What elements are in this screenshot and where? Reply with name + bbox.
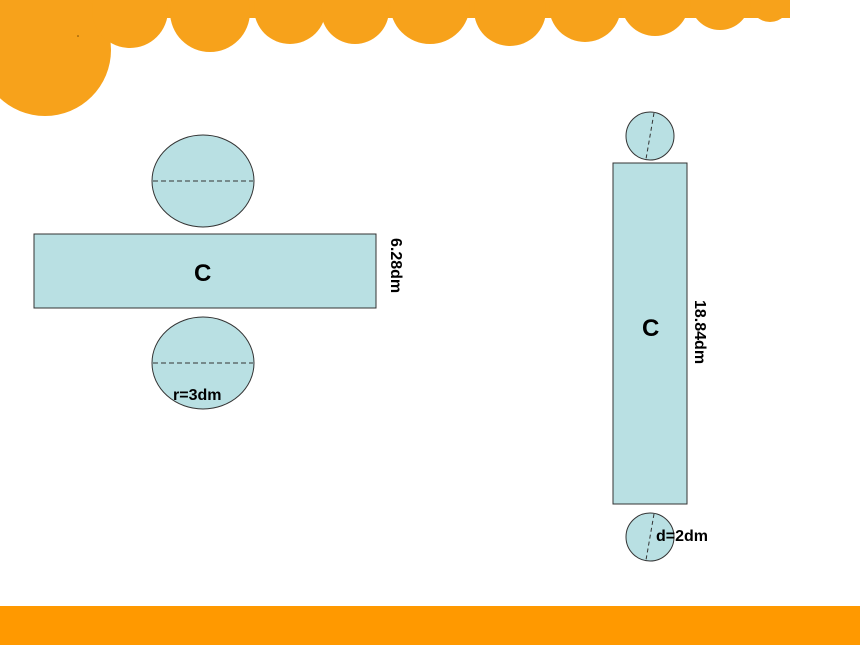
right-side-rectangle bbox=[612, 162, 688, 505]
left-net bbox=[33, 134, 377, 410]
bottom-bar bbox=[0, 606, 860, 645]
right-net bbox=[612, 111, 688, 562]
left-rect-label: C bbox=[194, 260, 212, 287]
speck-dot bbox=[77, 35, 79, 37]
left-side-rectangle bbox=[33, 233, 377, 309]
right-diameter-label: d=2dm bbox=[656, 528, 709, 545]
decorative-cloud-banner bbox=[0, 0, 790, 116]
left-side-length-label: 6.28dm bbox=[387, 238, 404, 294]
right-bottom-diameter-line bbox=[645, 513, 655, 561]
right-side-length-label: 18.84dm bbox=[691, 300, 708, 365]
right-rect-label: C bbox=[642, 315, 660, 342]
left-radius-label: r=3dm bbox=[173, 387, 222, 404]
right-top-diameter-line bbox=[645, 112, 655, 160]
